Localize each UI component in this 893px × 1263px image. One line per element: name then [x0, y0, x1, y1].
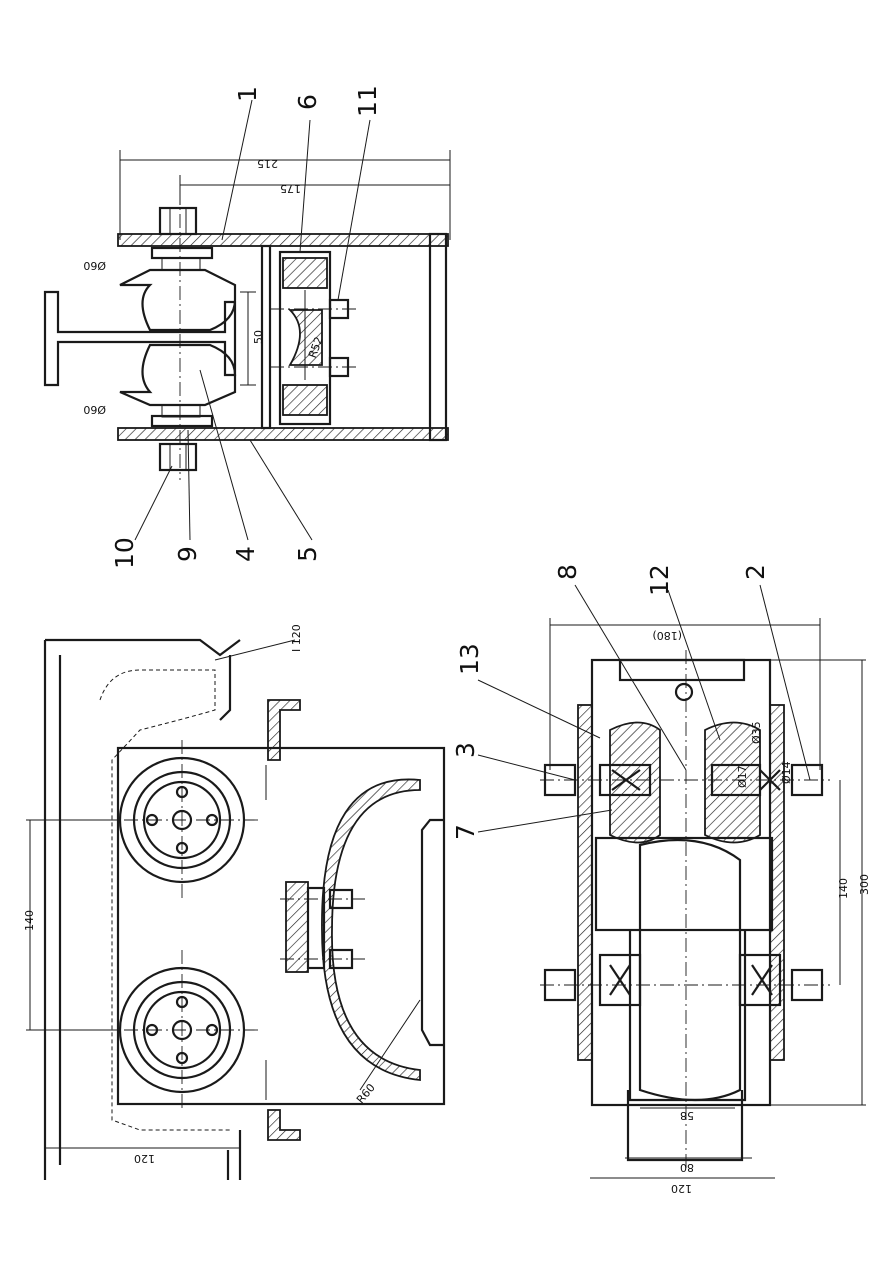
plan-section-view [477, 584, 866, 1179]
dim-i120: I 120 [290, 624, 303, 652]
dim-215: 215 [257, 157, 278, 170]
part-label-4: 4 [231, 546, 260, 562]
part-label-6: 6 [293, 94, 322, 110]
part-label-10: 10 [110, 537, 139, 569]
side-plate-right [117, 427, 449, 441]
part-label-2: 2 [741, 564, 770, 580]
section-wheel-upper [609, 721, 661, 844]
dim-120-right: 120 [671, 1182, 692, 1195]
side-plate [116, 746, 446, 1106]
part-label-8: 8 [553, 564, 582, 580]
dim-300: 300 [858, 874, 871, 895]
part-label-5: 5 [293, 546, 322, 562]
dim-180: (180) [652, 629, 682, 642]
bolt-top [158, 206, 198, 236]
dim-phi35: Ø35 [750, 721, 763, 744]
part-label-3: 3 [451, 742, 480, 758]
part-label-1: 1 [233, 86, 262, 102]
dim-140-right: 140 [837, 878, 850, 899]
dimension-labels: 215 175 50 Ø60 Ø60 R52 140 120 R60 I 120… [23, 157, 871, 1195]
dim-phi17: Ø17 [736, 765, 749, 788]
r60-arc [321, 778, 421, 1081]
side-section-view [43, 99, 451, 541]
dim-58: 58 [680, 1109, 694, 1122]
part-label-9: 9 [173, 546, 202, 562]
side-plate-left [117, 233, 449, 247]
dim-120-left: 120 [134, 1152, 155, 1165]
part-label-7: 7 [451, 824, 480, 840]
part-label-11: 11 [353, 85, 382, 117]
dim-175: 175 [280, 182, 301, 195]
dim-80: 80 [680, 1161, 694, 1174]
part-number-labels: 1 6 11 10 9 4 5 13 3 7 8 12 2 [110, 85, 770, 840]
bolt-bottom [158, 442, 198, 472]
dim-50: 50 [252, 330, 265, 344]
wheel-upper [119, 268, 237, 332]
wheel-lower [119, 343, 237, 407]
dim-phi14: Ø14 [780, 761, 793, 784]
dim-phi60-bottom: Ø60 [83, 403, 106, 416]
i-beam-rail [43, 290, 237, 387]
dim-phi60-top: Ø60 [83, 259, 106, 272]
dim-r60: R60 [354, 1081, 378, 1106]
part-label-12: 12 [645, 564, 674, 596]
elevation-view [26, 638, 446, 1180]
section-wheel-lower [628, 930, 747, 1102]
part-label-13: 13 [455, 643, 484, 675]
dim-140-left: 140 [23, 910, 36, 931]
